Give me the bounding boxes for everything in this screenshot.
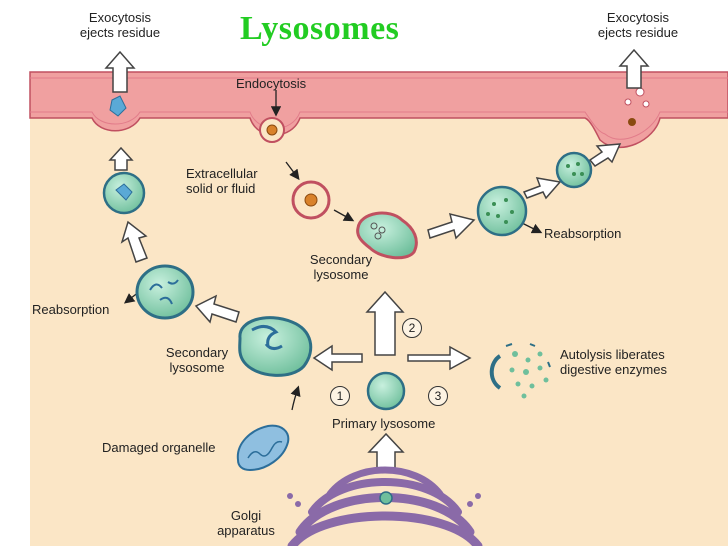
residue-left: [109, 95, 127, 117]
secondary-top-line2: lysosome: [313, 267, 369, 282]
extracellular-label: Extracellular solid or fluid: [186, 166, 258, 196]
exocytosis-left-line2: ejects residue: [79, 25, 161, 40]
secondary-lysosome-top-label: Secondary lysosome: [296, 252, 386, 282]
exocytosis-arrow-right: [618, 48, 650, 89]
exocytosis-right-line1: Exocytosis: [606, 10, 670, 25]
reabsorption-left-label: Reabsorption: [32, 302, 110, 317]
secondary-lysosome-left: [238, 316, 313, 377]
exocytosis-left-line1: Exocytosis: [88, 10, 152, 25]
lysosome-small-right: [555, 151, 593, 189]
autolysis-label: Autolysis liberates digestive enzymes: [560, 347, 667, 377]
plasma-membrane: [29, 71, 728, 149]
lysosome-left-small: [102, 171, 146, 215]
secondary-left-line1: Secondary: [165, 345, 229, 360]
exocytosis-right-line2: ejects residue: [597, 25, 679, 40]
exocytosis-arrow-left: [104, 50, 136, 93]
secondary-lysosome-top: [356, 211, 418, 260]
primary-lysosome-label: Primary lysosome: [332, 416, 436, 431]
pathway-number-1: 1: [330, 386, 350, 406]
extracellular-line1: Extracellular: [186, 166, 258, 181]
lysosome-reabsorption-right: [476, 185, 528, 237]
autolysis-line1: Autolysis liberates: [560, 347, 665, 362]
golgi-label: Golgi apparatus: [206, 508, 286, 538]
golgi-line1: Golgi: [230, 508, 262, 523]
extracellular-line2: solid or fluid: [186, 181, 256, 196]
autolysis-burst: [489, 343, 551, 399]
exocytosis-label-right: Exocytosis ejects residue: [580, 10, 696, 40]
secondary-left-line2: lysosome: [169, 360, 225, 375]
golgi-line2: apparatus: [217, 523, 275, 538]
autolysis-line2: digestive enzymes: [560, 362, 667, 377]
damaged-organelle-label: Damaged organelle: [102, 440, 216, 455]
pathway-number-3: 3: [428, 386, 448, 406]
endocytosis-label: Endocytosis: [236, 76, 307, 91]
reabsorption-right-label: Reabsorption: [544, 226, 622, 241]
primary-lysosome: [366, 371, 406, 411]
page-title: Lysosomes: [240, 10, 400, 47]
pathway-number-2: 2: [402, 318, 422, 338]
exocytosis-label-left: Exocytosis ejects residue: [62, 10, 178, 40]
lysosome-left-medium: [135, 264, 195, 320]
damaged-organelle: [236, 424, 290, 472]
secondary-top-line1: Secondary: [309, 252, 373, 267]
secondary-lysosome-left-label: Secondary lysosome: [152, 345, 242, 375]
